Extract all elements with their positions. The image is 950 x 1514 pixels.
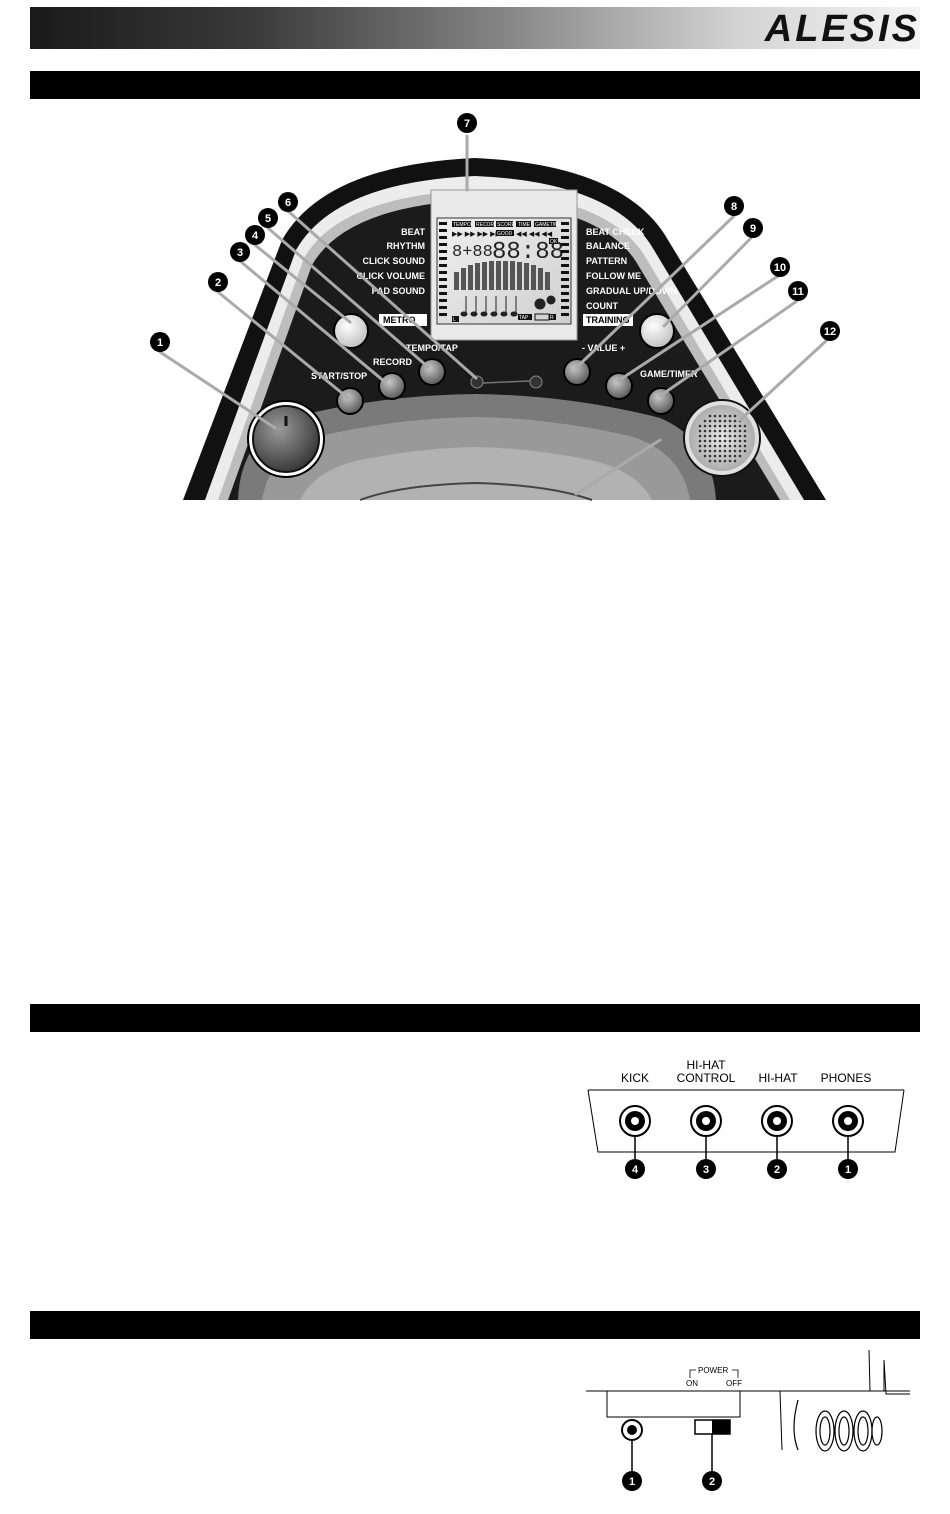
brand-logo: ALESIS (764, 8, 920, 50)
callout-2: 2 (215, 277, 221, 289)
lcd-label-good: GOOD (497, 231, 513, 237)
menu-count: COUNT (586, 301, 618, 311)
callout-10: 10 (774, 262, 786, 274)
svg-text:▶▶ ▶▶ ▶▶ ▶▶: ▶▶ ▶▶ ▶▶ ▶▶ (452, 231, 502, 238)
callout-9: 9 (750, 223, 756, 235)
jack-hihat-control[interactable] (690, 1105, 722, 1137)
callout-11: 11 (792, 286, 804, 298)
game-timer-label: GAME/TIMER (640, 369, 698, 379)
jack-label-kick: KICK (621, 1071, 649, 1085)
jack-callout-3: 3 (703, 1164, 709, 1176)
record-label: RECORD (373, 357, 413, 367)
callout-8: 8 (731, 201, 737, 213)
jack-hihat[interactable] (761, 1105, 793, 1137)
tempo-tap-label: TEMPO/TAP (406, 343, 458, 353)
section-bar-top-panel (30, 71, 920, 99)
led-left (470, 375, 484, 389)
jack-label-hihat-control-line1: HI-HAT (686, 1058, 726, 1072)
game-timer-button[interactable] (647, 387, 675, 415)
lcd-label-r: R (550, 315, 554, 321)
menu-balance: BALANCE (586, 241, 630, 251)
jack-callout-1: 1 (845, 1164, 851, 1176)
menu-pad-sound: PAD SOUND (372, 286, 426, 296)
callout-4: 4 (252, 230, 259, 242)
lcd-label-record: RECORD (476, 222, 498, 228)
jack-label-hihat-control-line2: CONTROL (677, 1071, 736, 1085)
menu-click-volume: CLICK VOLUME (357, 271, 426, 281)
power-on-label: ON (686, 1379, 698, 1388)
section-bar-power (30, 1311, 920, 1339)
training-label: TRAINING (586, 315, 630, 325)
value-plus-button[interactable] (605, 372, 633, 400)
jack-label-hihat: HI-HAT (758, 1071, 798, 1085)
power-jack[interactable] (621, 1419, 643, 1441)
top-panel-illustration: TEMPO RECORD SCORE TIME GAMETIME ▶▶ ▶▶ ▶… (158, 134, 828, 501)
jack-kick[interactable] (619, 1105, 651, 1137)
lcd-label-ok: OK (550, 239, 558, 245)
power-switch[interactable] (694, 1419, 731, 1435)
value-label: - VALUE + (582, 343, 625, 353)
lcd-label-l: L (453, 317, 456, 323)
jack-callout-4: 4 (632, 1164, 639, 1176)
jack-phones[interactable] (832, 1105, 864, 1137)
metro-button[interactable] (333, 313, 369, 349)
start-stop-label: START/STOP (311, 371, 367, 381)
lcd-display: TEMPO RECORD SCORE TIME GAMETIME ▶▶ ▶▶ ▶… (439, 221, 569, 323)
callout-1: 1 (157, 337, 163, 349)
menu-gradual-up-down: GRADUAL UP/DOWN (586, 286, 677, 296)
lcd-label-time: TIME (518, 222, 531, 228)
record-button[interactable] (378, 372, 406, 400)
menu-beat-check: BEAT CHECK (586, 227, 645, 237)
power-label: POWER (698, 1366, 728, 1375)
callout-5: 5 (265, 213, 271, 225)
callout-12: 12 (824, 326, 836, 338)
power-callout-1: 1 (629, 1476, 635, 1488)
menu-follow-me: FOLLOW ME (586, 271, 641, 281)
volume-knob[interactable] (252, 405, 320, 473)
callout-6: 6 (285, 197, 291, 209)
jack-callout-2: 2 (774, 1164, 780, 1176)
menu-rhythm: RHYTHM (387, 241, 426, 251)
lcd-label-gametime: GAMETIME (535, 222, 562, 228)
rear-panel-jacks: KICK HI-HAT CONTROL HI-HAT PHONES 4 3 2 … (587, 1058, 905, 1179)
lcd-label-tempo: TEMPO (453, 222, 471, 228)
menu-pattern: PATTERN (586, 256, 627, 266)
svg-text:◀◀ ◀◀ ◀◀: ◀◀ ◀◀ ◀◀ (516, 231, 553, 238)
jack-label-phones: PHONES (821, 1071, 872, 1085)
lcd-left-digits: 8+88 (452, 243, 493, 262)
callout-7: 7 (464, 118, 470, 130)
menu-click-sound: CLICK SOUND (363, 256, 426, 266)
power-callout-2: 2 (709, 1476, 715, 1488)
power-panel: POWER ON OFF 1 2 (586, 1349, 910, 1491)
callout-3: 3 (237, 247, 243, 259)
lcd-label-score: SCORE (497, 222, 515, 228)
metro-label: METRO (383, 315, 416, 325)
value-minus-button[interactable] (563, 358, 591, 386)
lcd-label-tap: TAP (519, 315, 529, 321)
menu-beat: BEAT (401, 227, 425, 237)
rear-jack-profiles (793, 1399, 883, 1452)
power-off-label: OFF (726, 1379, 742, 1388)
header-bar (30, 7, 920, 49)
led-right (529, 375, 543, 389)
section-bar-rear-panel (30, 1004, 920, 1032)
top-panel-callouts: 1 2 3 4 5 6 7 8 9 10 11 12 (150, 113, 840, 352)
